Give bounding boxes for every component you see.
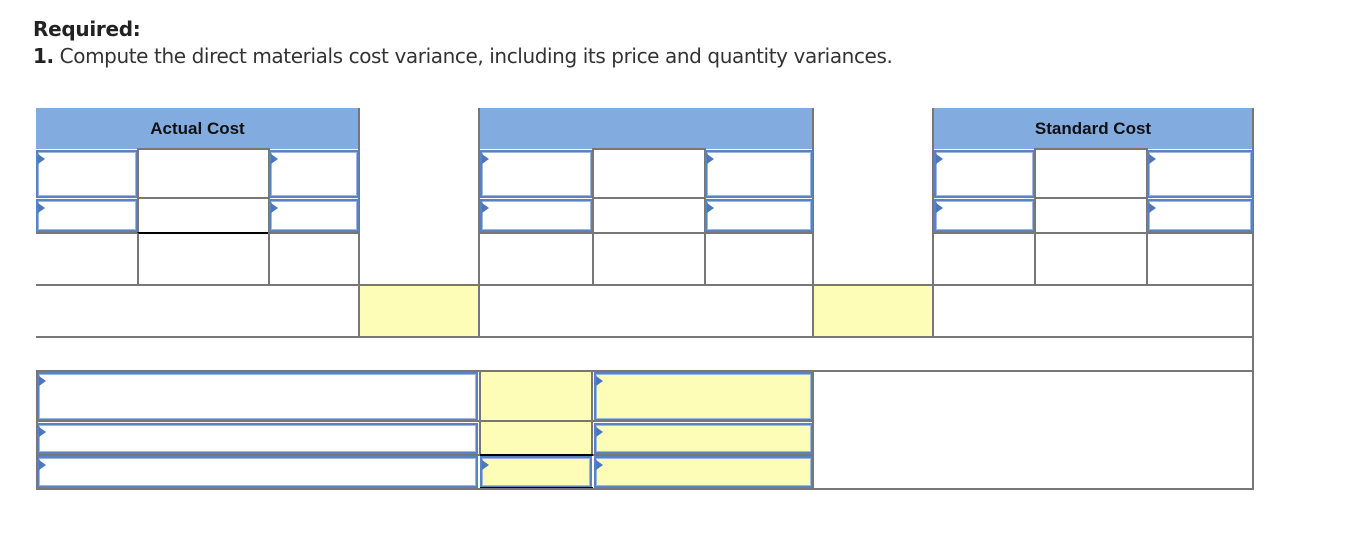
dropdown-arrow-icon	[482, 203, 489, 213]
grid-line	[36, 420, 813, 422]
standard-cost-row2-left-dropdown[interactable]	[934, 199, 1035, 232]
middle-row3-value[interactable]	[592, 232, 706, 286]
actual-cost-row1-value-input[interactable]	[137, 148, 270, 199]
summary-row3-amount-dropdown[interactable]	[480, 456, 592, 488]
required-heading: Required:	[33, 17, 141, 41]
dropdown-arrow-icon	[39, 376, 46, 386]
summary-row3-label-dropdown[interactable]	[37, 456, 478, 488]
standard-cost-row1-value-input[interactable]	[1034, 148, 1148, 199]
middle-row2-left-dropdown[interactable]	[480, 199, 593, 232]
question-number: 1.	[33, 44, 54, 68]
dropdown-arrow-icon	[271, 203, 278, 213]
standard-cost-row3-right[interactable]	[1146, 232, 1254, 286]
actual-cost-row3-value[interactable]	[137, 232, 270, 286]
question-text: 1. Compute the direct materials cost var…	[33, 44, 893, 68]
question-body: Compute the direct materials cost varian…	[53, 44, 893, 68]
actual-cost-row3-right[interactable]	[268, 232, 360, 286]
grid-line	[36, 454, 813, 456]
header-standard-cost: Standard Cost	[933, 108, 1253, 149]
dropdown-arrow-icon	[936, 203, 943, 213]
grid-line	[812, 108, 814, 337]
standard-cost-row1-left-dropdown[interactable]	[934, 150, 1035, 198]
grid-line	[36, 371, 38, 489]
middle-row1-left-dropdown[interactable]	[480, 150, 593, 198]
standard-cost-row2-value-input[interactable]	[1034, 197, 1148, 234]
actual-cost-row1-right-dropdown[interactable]	[269, 150, 359, 198]
grid-line	[1252, 108, 1254, 490]
summary-row2-label-dropdown[interactable]	[37, 423, 478, 454]
dropdown-arrow-icon	[271, 154, 278, 164]
grid-line	[36, 488, 1254, 490]
summary-row1-type-dropdown[interactable]	[594, 372, 813, 421]
summary-row2-type-dropdown[interactable]	[594, 423, 813, 454]
grid-line	[932, 108, 934, 337]
summary-row1-amount[interactable]	[479, 372, 593, 421]
grid-line	[478, 108, 480, 337]
standard-cost-row3-left[interactable]	[932, 232, 1036, 286]
header-middle	[479, 108, 813, 149]
middle-row2-value-input[interactable]	[592, 197, 706, 234]
dropdown-arrow-icon	[707, 154, 714, 164]
quantity-variance-cell[interactable]	[814, 286, 932, 336]
dropdown-arrow-icon	[39, 460, 46, 470]
standard-cost-row3-value[interactable]	[1034, 232, 1148, 286]
middle-row3-right[interactable]	[704, 232, 814, 286]
actual-cost-row2-left-dropdown[interactable]	[36, 199, 138, 232]
middle-row2-right-dropdown[interactable]	[705, 199, 813, 232]
dropdown-arrow-icon	[936, 154, 943, 164]
dropdown-arrow-icon	[38, 154, 45, 164]
standard-cost-row2-right-dropdown[interactable]	[1147, 199, 1253, 232]
summary-row3-type-dropdown[interactable]	[594, 456, 813, 488]
dropdown-arrow-icon	[482, 154, 489, 164]
subtotal-underline	[480, 454, 593, 456]
dropdown-arrow-icon	[39, 427, 46, 437]
grid-line	[358, 108, 360, 337]
actual-cost-row3-left[interactable]	[36, 232, 139, 286]
middle-row3-left[interactable]	[478, 232, 594, 286]
actual-cost-row2-right-dropdown[interactable]	[269, 199, 359, 232]
dropdown-arrow-icon	[1149, 203, 1156, 213]
summary-row1-label-dropdown[interactable]	[37, 372, 478, 421]
middle-row1-right-dropdown[interactable]	[705, 150, 813, 198]
grid-line	[36, 370, 1254, 372]
dropdown-arrow-icon	[1149, 154, 1156, 164]
grid-line	[36, 336, 1254, 338]
grid-line	[812, 371, 814, 489]
summary-row2-amount[interactable]	[479, 422, 593, 455]
price-variance-cell[interactable]	[360, 286, 478, 336]
middle-row1-value-input[interactable]	[592, 148, 706, 199]
dropdown-arrow-icon	[707, 203, 714, 213]
dropdown-arrow-icon	[596, 460, 603, 470]
dropdown-arrow-icon	[596, 427, 603, 437]
dropdown-arrow-icon	[596, 376, 603, 386]
dropdown-arrow-icon	[482, 460, 489, 470]
dropdown-arrow-icon	[38, 203, 45, 213]
actual-cost-row1-left-dropdown[interactable]	[36, 150, 138, 198]
grid-line	[36, 284, 1254, 286]
standard-cost-row1-right-dropdown[interactable]	[1147, 150, 1253, 198]
header-actual-cost: Actual Cost	[36, 108, 359, 149]
actual-cost-row2-value-input[interactable]	[137, 197, 270, 234]
